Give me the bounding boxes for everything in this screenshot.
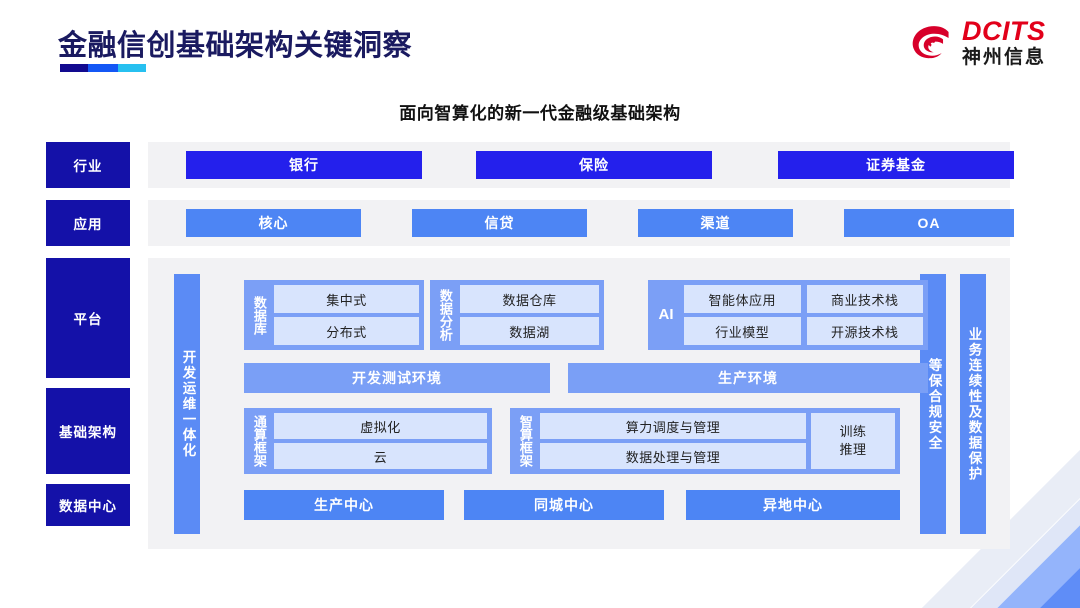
- title-accent-bar: [60, 64, 146, 72]
- application-chip-core[interactable]: 核心: [186, 209, 361, 237]
- cell-agent-application[interactable]: 智能体应用: [684, 285, 801, 313]
- vbar-compliance[interactable]: 等保合规安全: [920, 274, 946, 534]
- application-panel: 核心 信贷 渠道 OA: [148, 200, 1014, 246]
- platform-infrastructure-panel: 开发运维一体化 等保合规安全 业务连续性及数据保护 数据库 集中式 分布式 数据…: [148, 258, 1010, 549]
- industry-panel: 银行 保险 证券基金: [148, 142, 1014, 188]
- cell-compute-scheduling[interactable]: 算力调度与管理: [540, 413, 806, 439]
- industry-chip-insurance[interactable]: 保险: [476, 151, 712, 179]
- inference-label: 推理: [839, 442, 867, 457]
- training-label: 训练: [839, 424, 867, 440]
- cell-commercial-stack[interactable]: 商业技术栈: [806, 285, 923, 313]
- industry-chip-bank[interactable]: 银行: [186, 151, 422, 179]
- layer-label-industry: 行业: [46, 142, 130, 188]
- cell-data-processing[interactable]: 数据处理与管理: [540, 443, 806, 469]
- dcits-swirl-icon: [912, 25, 949, 58]
- cell-data-warehouse[interactable]: 数据仓库: [460, 285, 599, 313]
- vbar-continuity[interactable]: 业务连续性及数据保护: [960, 274, 986, 534]
- application-chip-oa[interactable]: OA: [844, 209, 1014, 237]
- application-chip-credit[interactable]: 信贷: [412, 209, 587, 237]
- group-title-database: 数据库: [251, 295, 267, 335]
- cell-opensource-stack[interactable]: 开源技术栈: [806, 317, 923, 345]
- group-title-data-analysis: 数据分析: [437, 289, 453, 341]
- architecture-diagram: 行业 应用 平台 基础架构 数据中心 银行 保险 证券基金 核心 信贷 渠道 O…: [46, 142, 1014, 567]
- page-title: 金融信创基础架构关键洞察: [58, 30, 413, 62]
- application-chip-channel[interactable]: 渠道: [638, 209, 793, 237]
- layer-label-application: 应用: [46, 200, 130, 246]
- bar-local-dr-center[interactable]: 同城中心: [464, 490, 664, 520]
- logo-en-text: DCITS: [961, 16, 1046, 46]
- bar-remote-dr-center[interactable]: 异地中心: [686, 490, 900, 520]
- logo-cn-text: 神州信息: [961, 47, 1046, 68]
- layer-label-infrastructure: 基础架构: [46, 388, 130, 474]
- bar-dev-test-environment[interactable]: 开发测试环境: [244, 363, 550, 393]
- vbar-devops[interactable]: 开发运维一体化: [174, 274, 200, 534]
- group-title-general-compute: 通算框架: [251, 415, 267, 467]
- page-subtitle: 面向智算化的新一代金融级基础架构: [399, 104, 681, 123]
- cell-cloud[interactable]: 云: [274, 443, 487, 469]
- cell-training-inference[interactable]: 训练 推理: [811, 413, 895, 469]
- bar-production-environment[interactable]: 生产环境: [568, 363, 928, 393]
- cell-data-lake[interactable]: 数据湖: [460, 317, 599, 345]
- group-data-analysis: 数据分析 数据仓库 数据湖: [430, 280, 604, 350]
- group-title-ai: AI: [658, 306, 674, 324]
- layer-label-datacenter: 数据中心: [46, 484, 130, 526]
- industry-chip-securities[interactable]: 证券基金: [778, 151, 1014, 179]
- cell-centralized[interactable]: 集中式: [274, 285, 419, 313]
- brand-logo: DCITS 神州信息: [909, 18, 1046, 67]
- group-database: 数据库 集中式 分布式: [244, 280, 424, 350]
- group-general-compute-framework: 通算框架 虚拟化 云: [244, 408, 492, 474]
- bar-production-center[interactable]: 生产中心: [244, 490, 444, 520]
- cell-distributed[interactable]: 分布式: [274, 317, 419, 345]
- group-ai: AI 智能体应用 商业技术栈 行业模型 开源技术栈: [648, 280, 928, 350]
- group-intelligent-compute-framework: 智算框架 算力调度与管理 数据处理与管理 训练 推理: [510, 408, 900, 474]
- cell-industry-model[interactable]: 行业模型: [684, 317, 801, 345]
- group-title-intelligent-compute: 智算框架: [517, 415, 533, 467]
- cell-virtualization[interactable]: 虚拟化: [274, 413, 487, 439]
- layer-label-platform: 平台: [46, 258, 130, 378]
